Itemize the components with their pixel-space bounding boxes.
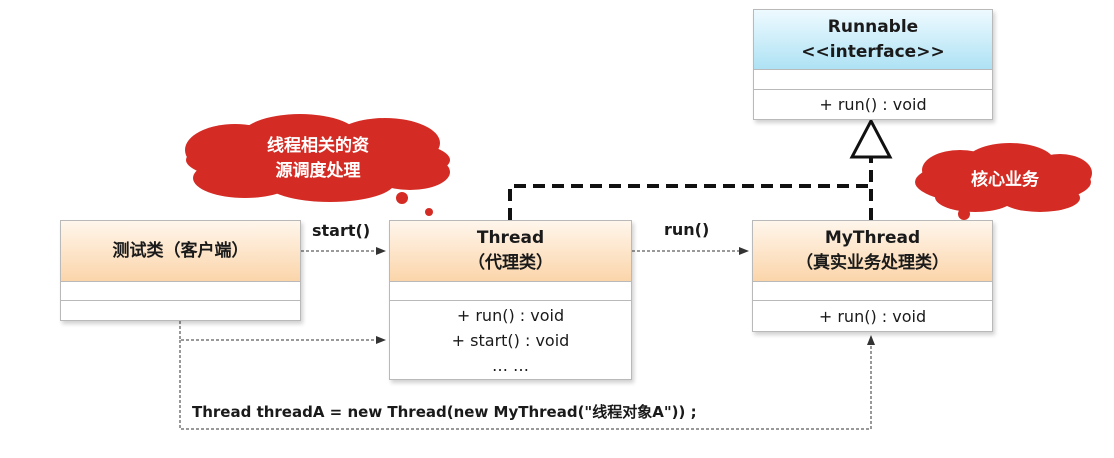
- thread-op-start: + start() : void: [451, 330, 570, 350]
- proxy-note-text: 线程相关的资 源调度处理: [218, 134, 418, 184]
- core-note-text: 核心业务: [971, 170, 1039, 190]
- thread-operations: + run() : void + start() : void … …: [390, 301, 631, 379]
- thread-attributes: [390, 282, 631, 301]
- thread-header: Thread （代理类）: [390, 221, 631, 282]
- proxy-note-cloud: [185, 114, 450, 202]
- client-class: 测试类（客户端）: [60, 220, 301, 321]
- thread-op-run: + run() : void: [456, 305, 565, 325]
- thread-subtitle: （代理类）: [468, 253, 553, 273]
- proxy-note-line-2: 源调度处理: [275, 161, 361, 181]
- client-operations: [61, 301, 300, 320]
- proxy-note-line-1: 线程相关的资: [267, 136, 369, 156]
- runnable-attributes: [754, 70, 992, 90]
- client-header: 测试类（客户端）: [61, 221, 300, 282]
- core-note-cloud: [915, 143, 1092, 212]
- mythread-class: MyThread （真实业务处理类） + run() : void: [752, 220, 993, 332]
- mythread-operations: + run() : void: [753, 301, 992, 331]
- proxy-note-bubble-2: [425, 208, 433, 216]
- mythread-op-run: + run() : void: [818, 306, 927, 326]
- client-title: 测试类（客户端）: [112, 240, 249, 261]
- realization-triangle: [849, 117, 893, 159]
- mythread-attributes: [753, 282, 992, 301]
- runnable-interface: Runnable <<interface>> + run() : void: [753, 9, 993, 120]
- thread-realization-line: [508, 184, 871, 220]
- client-to-mythread-arrow: [179, 335, 875, 430]
- mythread-title: MyThread: [824, 228, 921, 248]
- instantiation-code: Thread threadA = new Thread(new MyThread…: [192, 403, 697, 421]
- runnable-operations: + run() : void: [754, 90, 992, 119]
- client-attributes: [61, 282, 300, 301]
- client-to-thread-arrow: [179, 321, 386, 344]
- thread-op-more: … …: [491, 355, 530, 375]
- core-note-bubble-1: [958, 208, 970, 220]
- thread-class: Thread （代理类） + run() : void + start() : …: [389, 220, 632, 380]
- runnable-header: Runnable <<interface>>: [754, 10, 992, 70]
- runnable-op-run: + run() : void: [819, 95, 927, 114]
- thread-title: Thread: [476, 228, 545, 248]
- runnable-stereotype: <<interface>>: [801, 41, 945, 62]
- proxy-note-bubble-1: [396, 192, 408, 204]
- run-call-label: run(): [664, 220, 710, 239]
- mythread-subtitle: （真实业务处理类）: [796, 253, 949, 273]
- mythread-header: MyThread （真实业务处理类）: [753, 221, 992, 282]
- runnable-title: Runnable: [827, 16, 919, 37]
- start-call-label: start(): [312, 221, 371, 240]
